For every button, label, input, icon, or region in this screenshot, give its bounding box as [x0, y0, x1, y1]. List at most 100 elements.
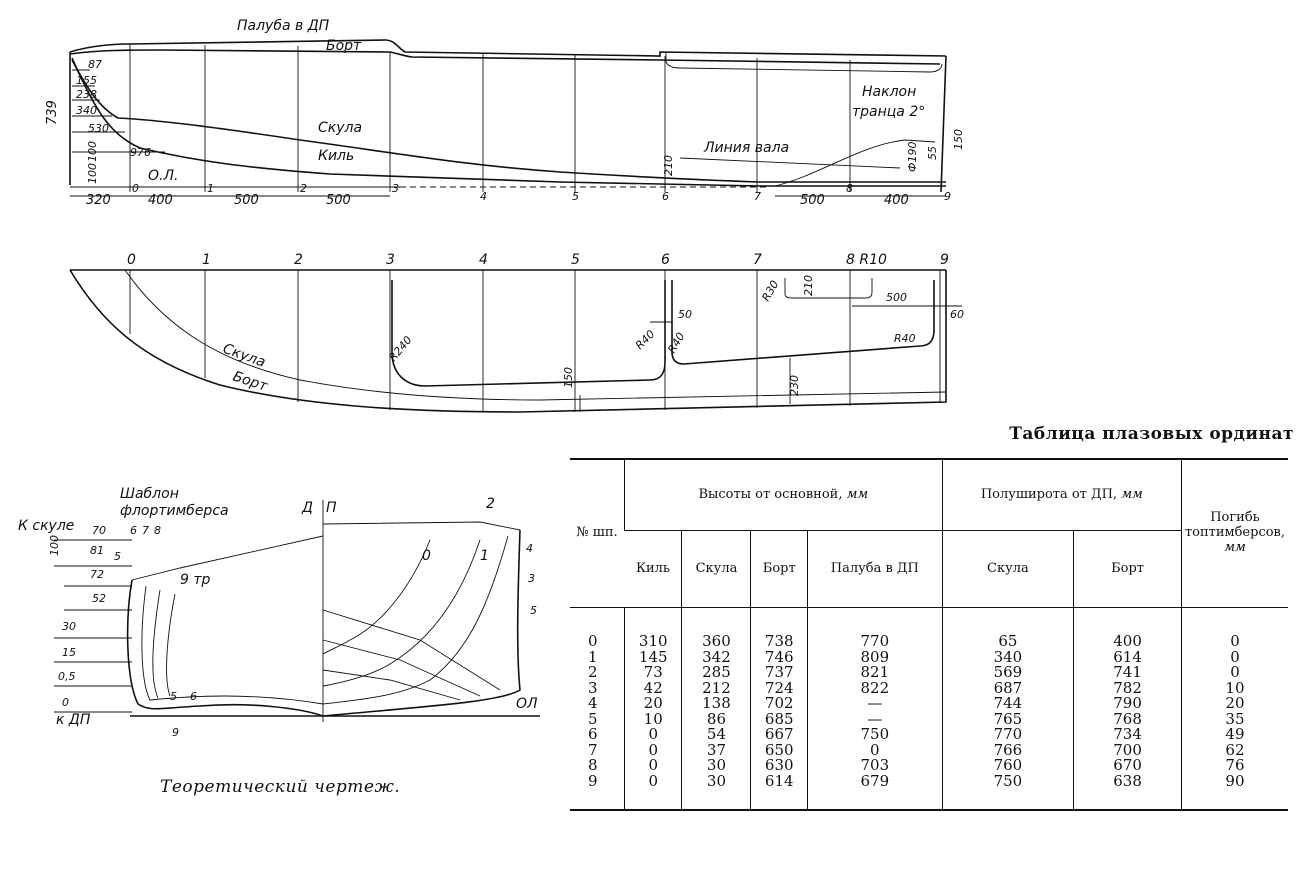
label-keel: Киль [318, 148, 354, 164]
svg-text:2: 2 [294, 252, 303, 268]
svg-text:2: 2 [300, 182, 307, 195]
body-cl-d: Д [301, 500, 313, 516]
dim-87: 87 [88, 58, 102, 71]
table-cell: 0 [806, 742, 943, 758]
svg-text:9: 9 [944, 190, 951, 203]
table-cell: 630 [750, 757, 808, 774]
dim-400b: 400 [884, 193, 909, 208]
svg-text:7: 7 [753, 252, 762, 268]
table-cell: 700 [1073, 742, 1182, 758]
table-cell: 687 [941, 680, 1074, 696]
table-cell: 685 [750, 711, 808, 727]
body-right-outline [322, 529, 521, 717]
svg-text:52: 52 [92, 592, 106, 605]
table-cell: 782 [1073, 680, 1182, 696]
svg-text:100: 100 [48, 535, 61, 556]
table-cell: 638 [1073, 773, 1182, 810]
table-cell: 744 [941, 695, 1074, 712]
dim-340: 340 [76, 104, 97, 117]
dim-238: 238 [76, 88, 97, 101]
stem-offsets [72, 69, 165, 153]
table-cell: 750 [806, 726, 943, 743]
dim-100b: 100 [86, 163, 99, 184]
table-cell: 37 [681, 742, 751, 758]
col-deck-cl: Палуба в ДП [806, 530, 943, 608]
cockpit-coaming [665, 52, 943, 73]
table-cell: 7 [588, 740, 598, 759]
svg-text:0: 0 [127, 252, 136, 268]
body-base-label: ОЛ [516, 696, 538, 712]
table-cell: 738 [750, 607, 808, 650]
svg-text:9: 9 [172, 726, 179, 739]
dim-total-height: 739 [45, 100, 60, 125]
body-left-outline [126, 579, 324, 717]
col-hb-side: Борт [1073, 530, 1182, 608]
body-right-station-1 [322, 539, 481, 687]
plan-dim-50: 50 [678, 308, 692, 321]
table-cell: 65 [941, 607, 1074, 650]
body-plan: Шаблон флортимберса К скуле к ДП Д П ОЛ … [18, 486, 540, 739]
table-cell: 703 [806, 757, 943, 774]
table-cell: 0 [588, 632, 598, 650]
col-side: Борт [750, 530, 808, 608]
svg-text:5: 5 [571, 252, 580, 268]
svg-text:15: 15 [62, 646, 76, 659]
profile-view: Палуба в ДП Борт Скула Киль О.Л. Линия в… [45, 18, 965, 208]
plan-dim-230: 230 [788, 375, 801, 396]
table-cell: 765 [941, 711, 1074, 727]
chine-line [71, 59, 946, 183]
table-cell: 821 [806, 664, 943, 681]
table-cell: 9 [588, 771, 598, 790]
table-cell: 90 [1180, 773, 1288, 810]
plan-dim-lines [579, 305, 962, 412]
dim-400: 400 [148, 193, 173, 208]
label-side: Борт [326, 38, 362, 54]
table-cell: 342 [681, 649, 751, 665]
dim-530: 530 [88, 122, 109, 135]
plan-dim-60: 60 [950, 308, 964, 321]
table-cell: 62 [1180, 742, 1288, 758]
dim-150: 150 [952, 129, 965, 150]
table-cell: 42 [623, 680, 682, 696]
table-cell: 20 [623, 695, 682, 712]
body-cl-p: П [326, 500, 337, 516]
table-cell: 0 [623, 742, 682, 758]
body-to-cl: к ДП [56, 712, 91, 728]
label-deck-cl: Палуба в ДП [237, 18, 330, 34]
dim-100a: 100 [86, 141, 99, 162]
dim-190: Ф190 [906, 142, 919, 172]
cockpit-cutout-aft [671, 280, 935, 365]
dim-210: 210 [662, 155, 675, 176]
table-cell: 4 [588, 694, 598, 712]
svg-text:7: 7 [142, 524, 149, 537]
table-cell: 770 [941, 726, 1074, 743]
dim-976: 976 [130, 146, 151, 159]
table-cell: 35 [1180, 711, 1288, 727]
table-cell: 614 [1073, 649, 1182, 665]
table-cell: 212 [681, 680, 751, 696]
svg-text:1: 1 [202, 252, 211, 268]
table-cell: 650 [750, 742, 808, 758]
col-group-halfbreadth: Полуширота от ДП, мм [941, 459, 1182, 531]
body-left-inner-2 [152, 589, 161, 699]
table-cell: 54 [681, 726, 751, 743]
table-cell: 741 [1073, 664, 1182, 681]
svg-text:5: 5 [530, 604, 537, 617]
table-cell: 360 [681, 607, 751, 650]
body-template-label: Шаблон [120, 486, 179, 502]
table-cell: 822 [806, 680, 943, 696]
svg-text:3: 3 [392, 182, 399, 195]
plan-label-chine: Скула [221, 341, 268, 371]
side-line [69, 49, 941, 65]
col-keel: Киль [624, 530, 682, 608]
table-cell: 86 [681, 711, 751, 727]
label-shaft: Линия вала [703, 140, 789, 156]
body-right-station-0 [322, 539, 431, 655]
plan-dim-r240: R240 [386, 334, 414, 364]
